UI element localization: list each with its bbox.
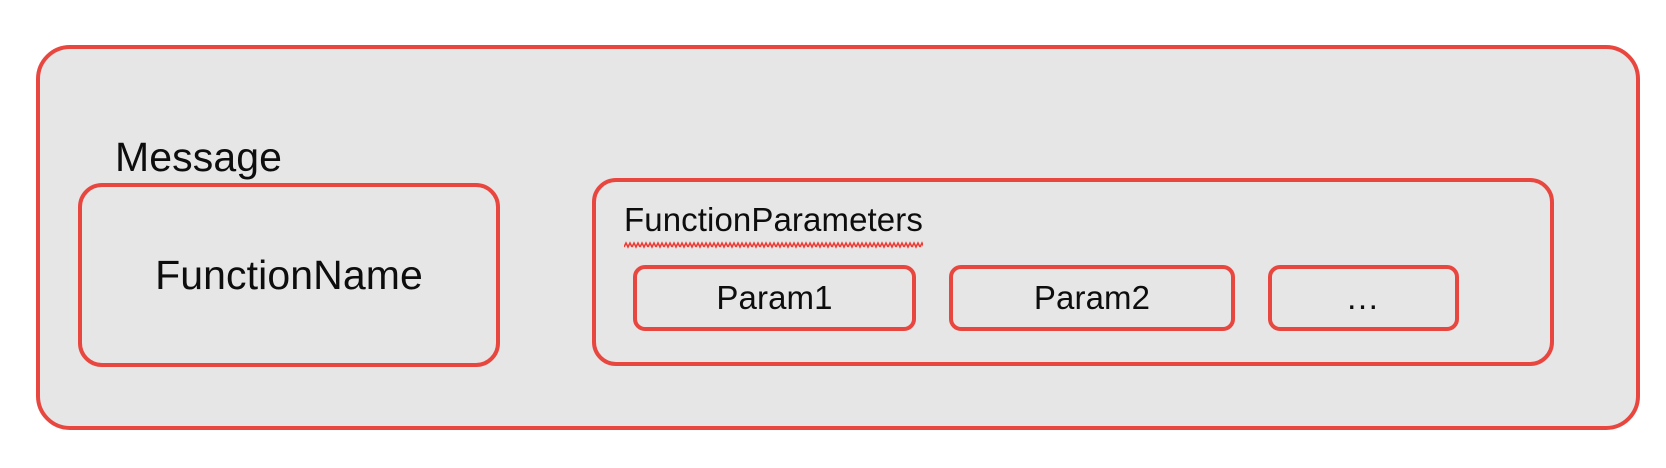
param-label-ellipsis: … (1345, 279, 1382, 317)
function-parameters-box[interactable]: FunctionParameters Param1 Param2 … (592, 178, 1554, 366)
param-box-ellipsis[interactable]: … (1268, 265, 1459, 331)
spellcheck-squiggle-underline (624, 241, 923, 249)
param-label-1: Param1 (716, 279, 833, 316)
message-title: Message (115, 134, 283, 180)
function-parameters-title-group: FunctionParameters (624, 200, 923, 249)
param-label-2: Param2 (1033, 279, 1151, 316)
function-name-label: FunctionName (155, 252, 423, 298)
function-parameters-title: FunctionParameters (624, 201, 923, 238)
param-box-1[interactable]: Param1 (633, 265, 916, 331)
function-name-box[interactable]: FunctionName (78, 183, 500, 367)
param-box-2[interactable]: Param2 (949, 265, 1235, 331)
